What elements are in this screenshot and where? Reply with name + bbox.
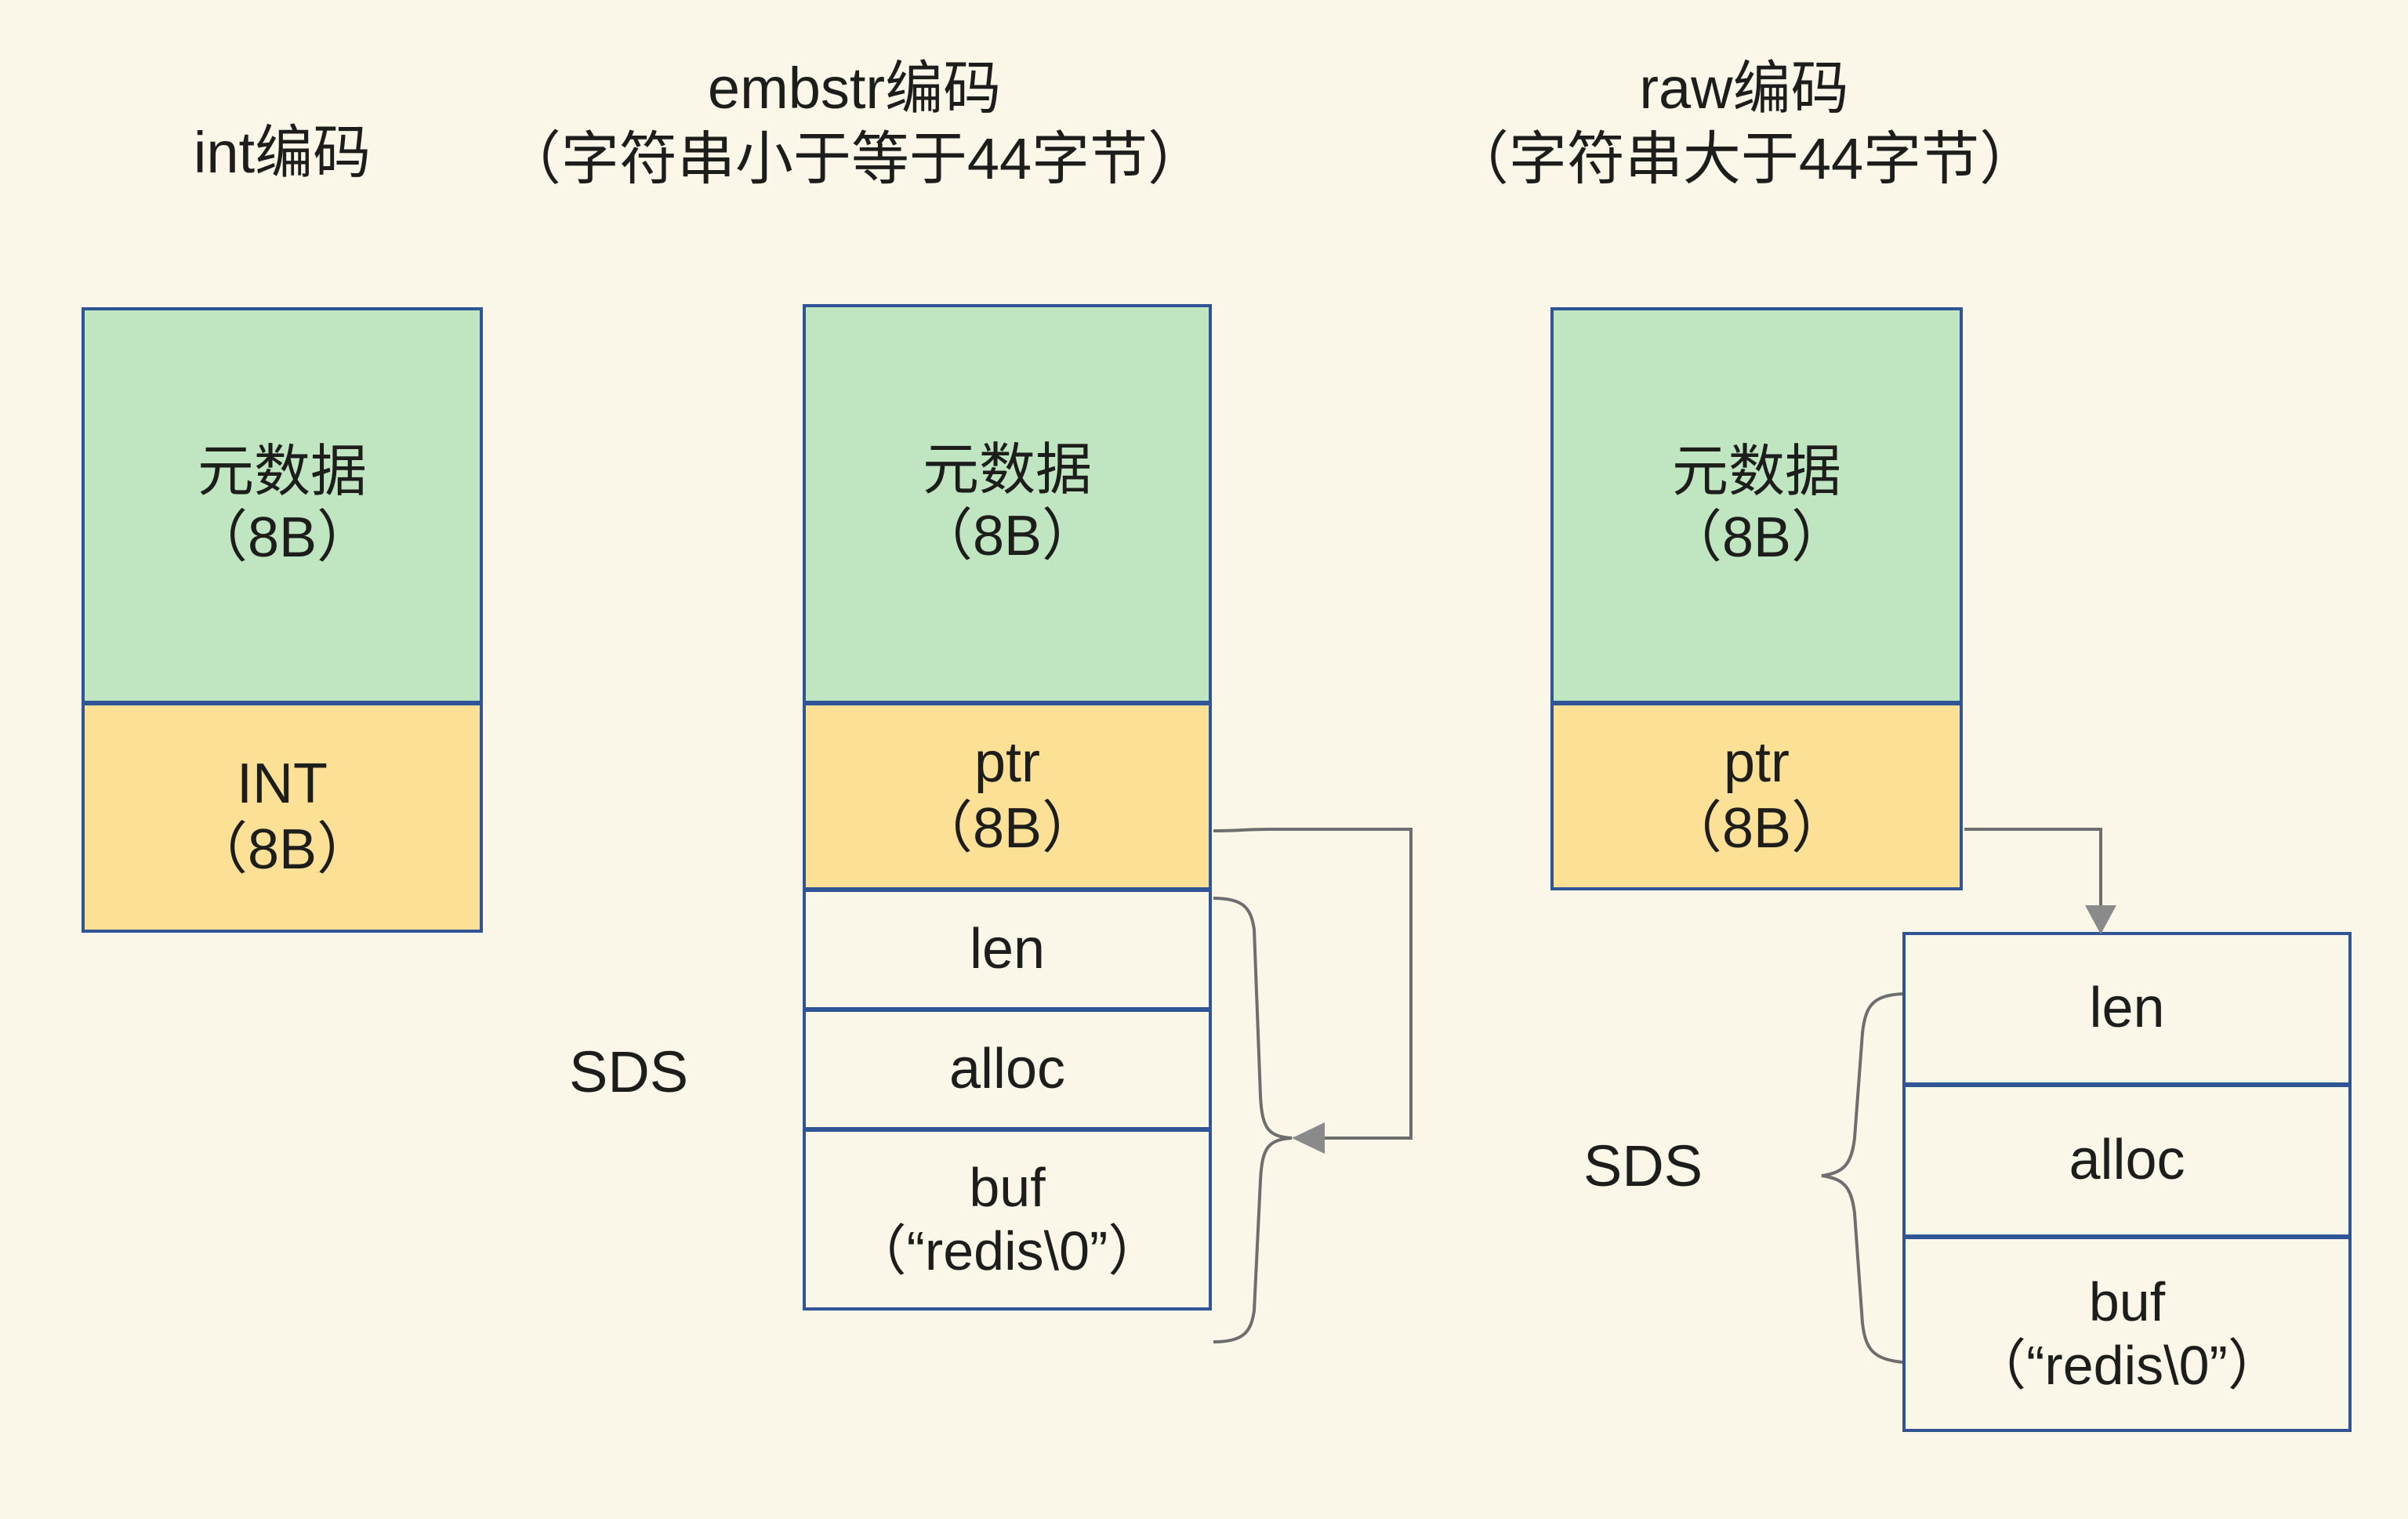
- embstr-sds-len-box: len: [803, 889, 1212, 1010]
- embstr-sds-label: SDS: [569, 1039, 689, 1104]
- heading-int-encoding: int编码: [193, 120, 372, 185]
- heading-raw-encoding: raw编码 （字符串大于44字节）: [1450, 56, 2038, 192]
- int-value-box: INT （8B）: [82, 702, 483, 933]
- raw-sds-alloc-box: alloc: [1902, 1084, 2352, 1238]
- embstr-ptr-pointer-wire: [1213, 828, 1413, 1140]
- raw-sds-len-box: len: [1902, 932, 2352, 1086]
- raw-sds-label: SDS: [1583, 1133, 1703, 1198]
- embstr-pointer-arrowhead: [1292, 1122, 1325, 1154]
- raw-metadata-box: 元数据 （8B）: [1550, 307, 1963, 704]
- raw-ptr-pointer-wire: [1964, 828, 2102, 905]
- raw-pointer-arrowhead: [2085, 905, 2116, 934]
- int-metadata-box: 元数据 （8B）: [82, 307, 483, 704]
- raw-ptr-box: ptr （8B）: [1550, 702, 1963, 890]
- embstr-ptr-box: ptr （8B）: [803, 702, 1212, 890]
- raw-sds-brace: [1821, 992, 1903, 1364]
- heading-embstr-encoding: embstr编码 （字符串小于等于44字节）: [502, 56, 1206, 192]
- embstr-sds-brace: [1213, 897, 1293, 1343]
- embstr-sds-alloc-box: alloc: [803, 1009, 1212, 1130]
- embstr-sds-buf-box: buf （“redis\0”）: [803, 1129, 1212, 1311]
- embstr-metadata-box: 元数据 （8B）: [803, 304, 1212, 704]
- raw-sds-buf-box: buf （“redis\0”）: [1902, 1236, 2352, 1432]
